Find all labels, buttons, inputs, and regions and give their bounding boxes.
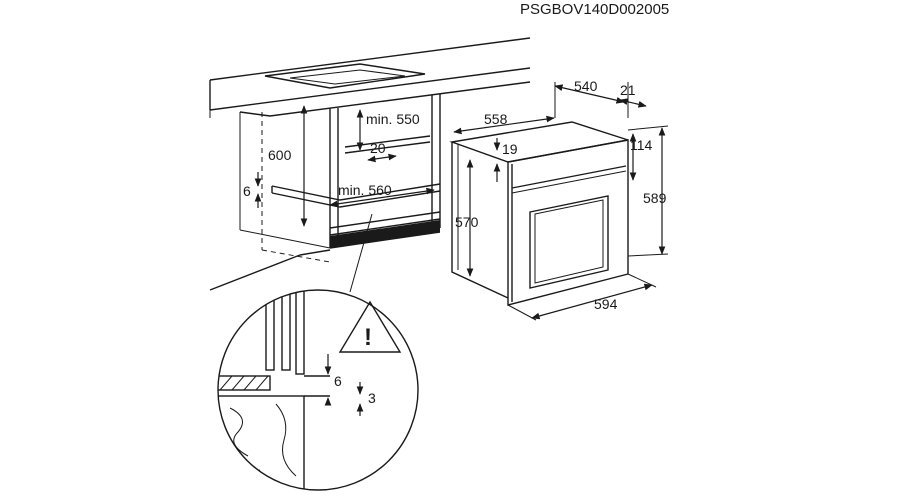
dim-label-detail-6: 6	[334, 373, 342, 389]
dim-label-min550: min. 550	[366, 111, 420, 127]
detail-view: 6 3	[217, 289, 419, 491]
warning-icon: !	[338, 300, 402, 353]
dim-line-min560	[329, 187, 435, 208]
cabinet-dimensions: 600 6 min. 550 20 min. 560	[243, 105, 435, 227]
dim-label-detail-3: 3	[368, 390, 376, 406]
detail-leader	[349, 213, 373, 293]
dim-line-540	[554, 84, 625, 104]
oven-dimensions: 540 21 558 19 114 589 570 594	[453, 78, 669, 321]
oven	[449, 121, 629, 306]
dim-label-20: 20	[370, 140, 386, 156]
kitchen-cabinet	[209, 37, 531, 291]
dim-line-20	[367, 153, 397, 163]
dim-label-600: 600	[268, 147, 292, 163]
dim-label-558: 558	[484, 111, 508, 127]
dim-label-6-plinth: 6	[243, 183, 251, 199]
dim-line-21	[619, 98, 647, 108]
dim-label-19: 19	[502, 141, 518, 157]
dim-line-558	[453, 115, 555, 135]
dim-line-594	[531, 283, 653, 320]
dim-label-114: 114	[630, 137, 653, 153]
product-code: PSGBOV140D002005	[520, 1, 669, 18]
dim-label-570: 570	[455, 214, 479, 230]
dim-label-540: 540	[574, 78, 598, 94]
dim-label-594: 594	[594, 296, 618, 312]
warning-symbol: !	[364, 324, 372, 351]
dim-label-21: 21	[620, 82, 636, 98]
dim-label-589: 589	[643, 190, 667, 206]
dim-label-min560: min. 560	[338, 182, 392, 198]
